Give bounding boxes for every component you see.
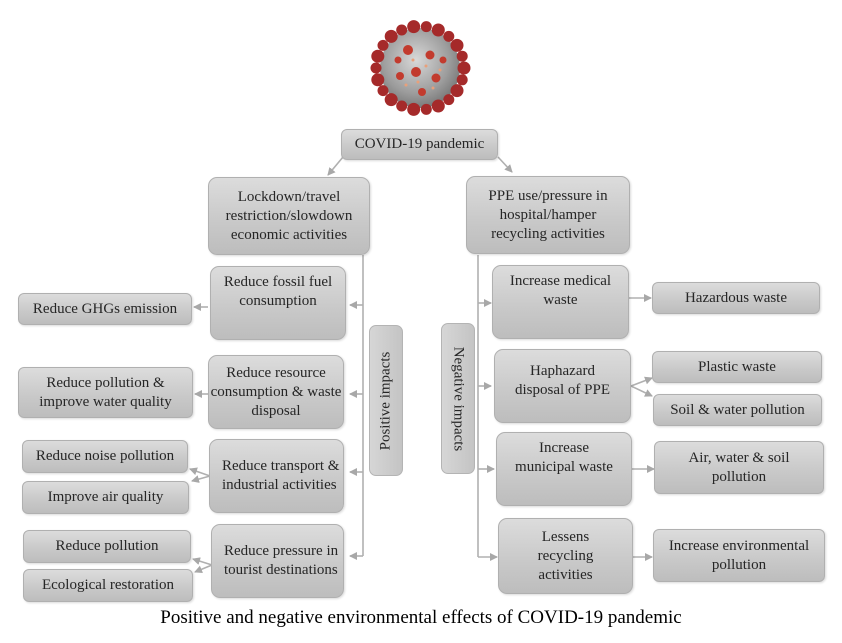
effect-node: Increase environmental pollution — [653, 529, 825, 582]
effect-label: Ecological restoration — [41, 577, 175, 593]
cause-label: Reduce transport & industrial activities — [222, 458, 340, 493]
virus-spike — [456, 50, 468, 62]
cause-node: Reduce resource consumption & waste disp… — [208, 355, 344, 429]
negative-impacts-label: Negative impacts — [441, 323, 475, 474]
cause-node: Increase municipal waste — [496, 432, 632, 506]
left-branch-node: Lockdown/travel restriction/slowdown eco… — [208, 177, 370, 255]
virus-spike — [407, 102, 421, 116]
arrow-r2-e2 — [630, 385, 653, 397]
effect-node: Reduce noise pollution — [22, 440, 188, 473]
effect-label: Reduce pollution — [55, 538, 159, 554]
cause-node: Reduce fossil fuel consumption — [210, 266, 346, 340]
effect-node: Reduce GHGs emission — [18, 293, 192, 325]
virus-spike — [456, 74, 468, 86]
coronavirus-icon — [370, 20, 471, 116]
effect-label: Plastic waste — [698, 358, 776, 375]
effect-node: Improve air quality — [22, 481, 189, 514]
virus-spike — [443, 30, 455, 42]
effect-node: Air, water & soil pollution — [654, 441, 824, 494]
right-branch-label: PPE use/pressure in hospital/hamper recy… — [488, 187, 608, 242]
negative-impacts-text: Negative impacts — [450, 346, 467, 451]
effect-node: Ecological restoration — [23, 569, 193, 602]
arrow-r2-e1 — [630, 376, 653, 387]
virus-spike — [407, 20, 421, 34]
effect-label: Reduce pollution & improve water quality — [39, 374, 172, 410]
cause-label: Reduce resource consumption & waste disp… — [210, 364, 342, 419]
virus-spike — [377, 85, 389, 97]
effect-label: Reduce GHGs emission — [32, 300, 178, 317]
arrow-l4-e2 — [194, 564, 213, 574]
cause-label: Reduce fossil fuel consumption — [223, 274, 333, 309]
right-branch-node: PPE use/pressure in hospital/hamper recy… — [466, 176, 630, 254]
positive-impacts-label: Positive impacts — [369, 325, 403, 476]
virus-spike — [450, 38, 464, 52]
cause-label: Reduce pressure in tourist destinations — [224, 543, 339, 578]
cause-label: Haphazard disposal of PPE — [515, 363, 611, 398]
cause-node: Haphazard disposal of PPE — [494, 349, 631, 423]
cause-label: Increase medical waste — [509, 273, 612, 308]
effect-label: Hazardous waste — [684, 289, 788, 306]
cause-node: Reduce transport & industrial activities — [209, 439, 344, 513]
effect-node: Plastic waste — [652, 351, 822, 383]
virus-spike — [384, 93, 398, 107]
effect-node: Hazardous waste — [652, 282, 820, 314]
virus-spike — [450, 84, 464, 98]
virus-spike — [420, 21, 432, 33]
virus-spike — [396, 100, 408, 112]
cause-label: Lessens recycling activities — [537, 528, 594, 583]
arrow-l3-e2 — [191, 475, 211, 483]
virus-spike — [370, 62, 382, 74]
arrow-root-left — [327, 156, 344, 176]
effect-node: Reduce pollution & improve water quality — [18, 367, 193, 418]
positive-impacts-text: Positive impacts — [377, 351, 394, 450]
arrow-root-right — [497, 156, 513, 173]
left-branch-label: Lockdown/travel restriction/slowdown eco… — [225, 188, 353, 243]
virus-spike — [371, 73, 385, 87]
arrow-l4-e1 — [192, 557, 213, 566]
virus-spike — [384, 29, 398, 43]
arrow-l3-e1 — [189, 467, 211, 477]
virus-spike — [377, 39, 389, 51]
effect-label: Increase environmental pollution — [668, 537, 810, 573]
virus-spike — [420, 103, 432, 115]
effect-node: Reduce pollution — [23, 530, 191, 563]
virus-spike — [431, 23, 445, 37]
virus-spike — [371, 49, 385, 63]
root-label: COVID-19 pandemic — [354, 136, 485, 152]
virus-spike — [457, 61, 471, 75]
cause-node: Reduce pressure in tourist destinations — [211, 524, 344, 598]
virus-spike — [396, 24, 408, 36]
effect-label: Air, water & soil pollution — [688, 449, 790, 485]
virus-spike — [431, 99, 445, 113]
figure-caption: Positive and negative environmental effe… — [160, 607, 682, 628]
cause-node: Lessens recycling activities — [498, 518, 633, 594]
root-node: COVID-19 pandemic — [341, 129, 498, 160]
effect-label: Soil & water pollution — [670, 401, 805, 418]
effect-node: Soil & water pollution — [653, 394, 822, 426]
cause-label: Increase municipal waste — [515, 440, 613, 475]
effect-label: Improve air quality — [47, 489, 164, 505]
effect-label: Reduce noise pollution — [35, 448, 175, 464]
cause-node: Increase medical waste — [492, 265, 629, 339]
virus-spike — [443, 94, 455, 106]
